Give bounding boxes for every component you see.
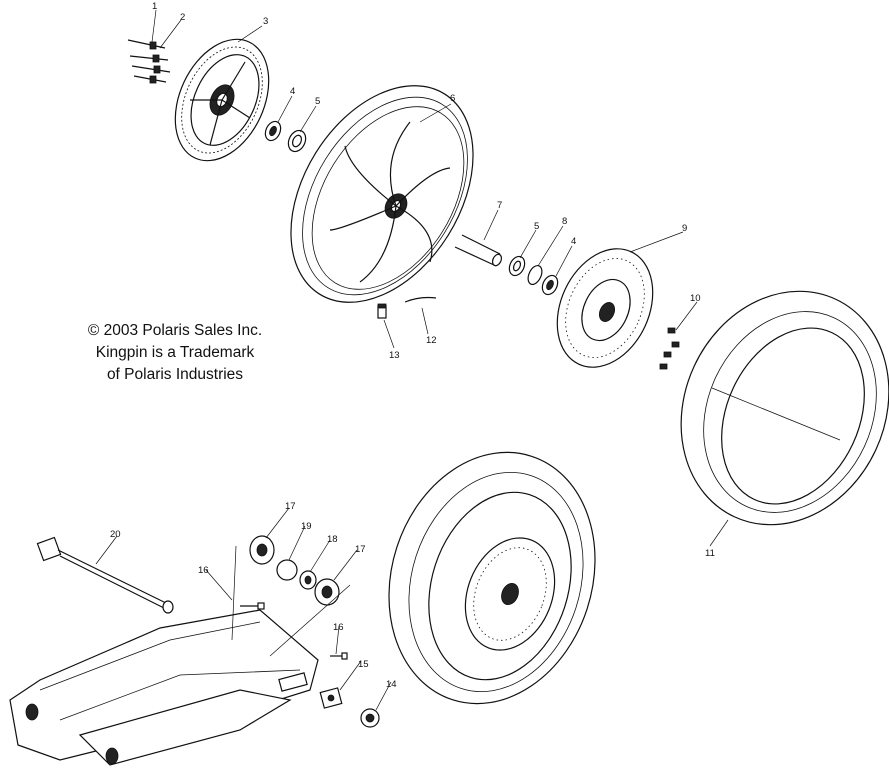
copyright-notice: © 2003 Polaris Sales Inc. Kingpin is a T… — [60, 320, 290, 386]
callout-19: 19 — [301, 521, 312, 532]
pivot-axle — [36, 536, 174, 614]
callout-5: 5 — [315, 96, 320, 107]
adjuster-nut-and-plate — [319, 687, 380, 728]
callout-12: 12 — [426, 335, 437, 346]
callout-15: 15 — [358, 659, 369, 670]
valve-stem-and-clip — [377, 296, 437, 319]
callout-16a: 16 — [198, 565, 209, 576]
pivot-bushings — [240, 535, 348, 660]
callout-11: 11 — [705, 548, 715, 559]
callout-17b: 17 — [355, 544, 366, 555]
rear-wheel-rim — [290, 85, 474, 303]
callout-2: 2 — [180, 12, 185, 23]
bearing-upper — [264, 120, 307, 153]
callout-16b: 16 — [333, 622, 344, 633]
callout-13: 13 — [389, 350, 400, 361]
callout-3: 3 — [263, 16, 268, 27]
callout-labels: 1 2 3 4 5 6 7 5 8 4 9 10 11 12 13 14 15 … — [110, 1, 715, 690]
copyright-line-1: © 2003 Polaris Sales Inc. — [87, 322, 263, 339]
callout-9: 9 — [682, 223, 687, 234]
leader-lines — [95, 9, 729, 711]
callout-5b: 5 — [534, 221, 539, 232]
callout-8: 8 — [562, 216, 567, 227]
disc-bolts — [659, 327, 680, 370]
trademark-line-3: of Polaris Industries — [106, 366, 244, 383]
rear-sprocket — [174, 38, 270, 162]
callout-7: 7 — [497, 200, 502, 211]
bolt-set — [127, 39, 171, 84]
bearing-lower — [508, 255, 559, 296]
callout-14: 14 — [386, 679, 397, 690]
callout-18: 18 — [327, 534, 338, 545]
assembled-wheel — [388, 451, 596, 705]
callout-10: 10 — [690, 293, 701, 304]
trademark-line-2: Kingpin is a Trademark — [95, 344, 255, 361]
callout-6: 6 — [450, 93, 455, 104]
callout-1: 1 — [152, 1, 157, 12]
rear-tire — [680, 290, 889, 526]
callout-4: 4 — [290, 86, 295, 97]
callout-4b: 4 — [571, 236, 576, 247]
callout-17a: 17 — [285, 501, 296, 512]
axle-spacer — [454, 234, 503, 267]
callout-20: 20 — [110, 529, 121, 540]
brake-disc — [556, 248, 654, 368]
swingarm — [9, 609, 319, 766]
